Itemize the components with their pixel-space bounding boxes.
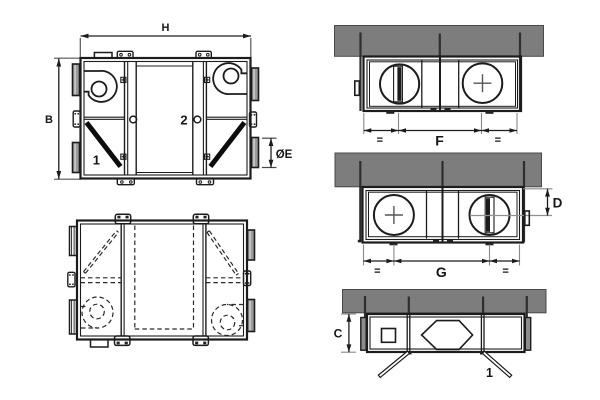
svg-text:=: = [502, 266, 508, 278]
svg-text:ØE: ØE [276, 149, 293, 161]
svg-text:D: D [553, 196, 563, 211]
svg-text:1: 1 [93, 153, 100, 168]
svg-text:=: = [377, 135, 383, 147]
svg-text:H: H [162, 22, 170, 34]
svg-text:2: 2 [180, 113, 187, 128]
svg-text:1: 1 [486, 366, 493, 380]
svg-text:B: B [45, 114, 53, 126]
svg-text:=: = [495, 135, 501, 147]
svg-text:G: G [436, 264, 447, 280]
svg-text:=: = [374, 266, 380, 278]
svg-text:C: C [334, 327, 343, 341]
svg-text:F: F [435, 133, 444, 149]
